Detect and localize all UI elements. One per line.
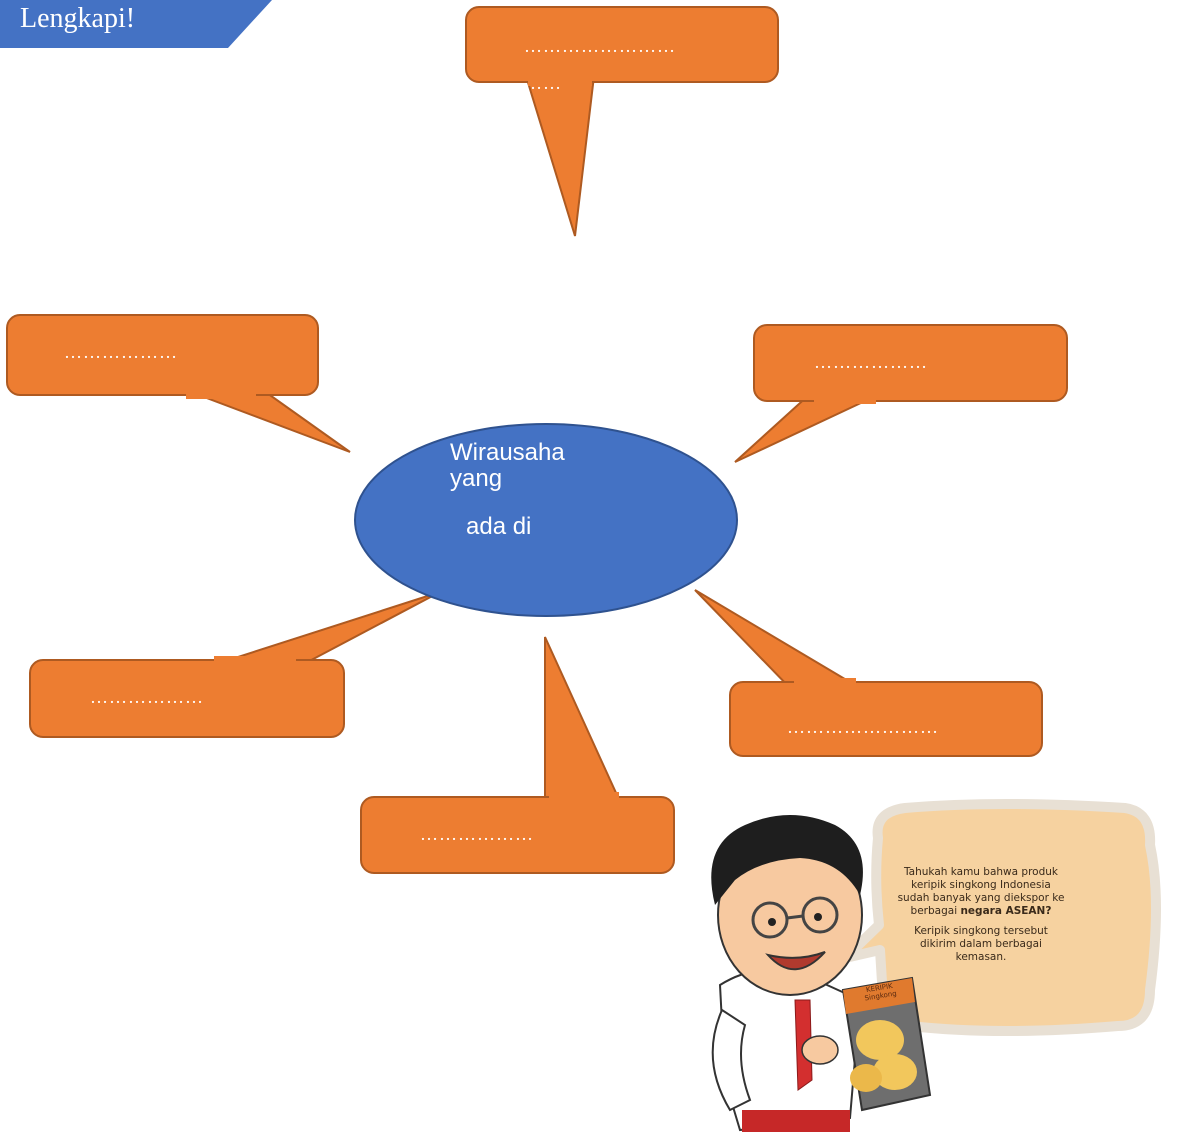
callout-upper-right-text[interactable]: ……………… bbox=[814, 352, 928, 372]
callout-bottom[interactable] bbox=[360, 636, 675, 874]
center-label-line-1: Wirausaha bbox=[450, 439, 565, 466]
info-para-1: Tahukah kamu bahwa produk keripik singko… bbox=[897, 866, 1065, 917]
callout-bottom-text[interactable]: ……………… bbox=[420, 824, 534, 844]
callout-upper-left[interactable] bbox=[6, 314, 351, 453]
center-label-line-2: yang bbox=[450, 465, 503, 492]
center-label-line-3: ada di bbox=[466, 513, 532, 540]
callout-top[interactable] bbox=[465, 6, 779, 237]
header-banner bbox=[0, 0, 272, 48]
info-bubble-text: Tahukah kamu bahwa produk keripik singko… bbox=[896, 866, 1066, 971]
center-ellipse bbox=[354, 423, 738, 617]
callout-lower-left-text[interactable]: ……………… bbox=[90, 687, 204, 707]
student-illustration bbox=[711, 815, 932, 1132]
info-para-1-bold: negara ASEAN? bbox=[960, 905, 1052, 917]
callout-lower-right-text[interactable]: …………………… bbox=[787, 717, 939, 737]
callout-top-text-2[interactable]: …… bbox=[524, 73, 562, 93]
callout-upper-right[interactable] bbox=[734, 324, 1068, 463]
callout-top-text-1[interactable]: …………………… bbox=[524, 36, 676, 56]
callout-lower-right[interactable] bbox=[694, 589, 1043, 757]
callout-lower-left[interactable] bbox=[29, 591, 441, 738]
callout-upper-left-text[interactable]: ……………… bbox=[64, 342, 178, 362]
info-para-2: Keripik singkong tersebut dikirim dalam … bbox=[914, 925, 1048, 963]
page-title: Lengkapi! bbox=[20, 3, 136, 34]
